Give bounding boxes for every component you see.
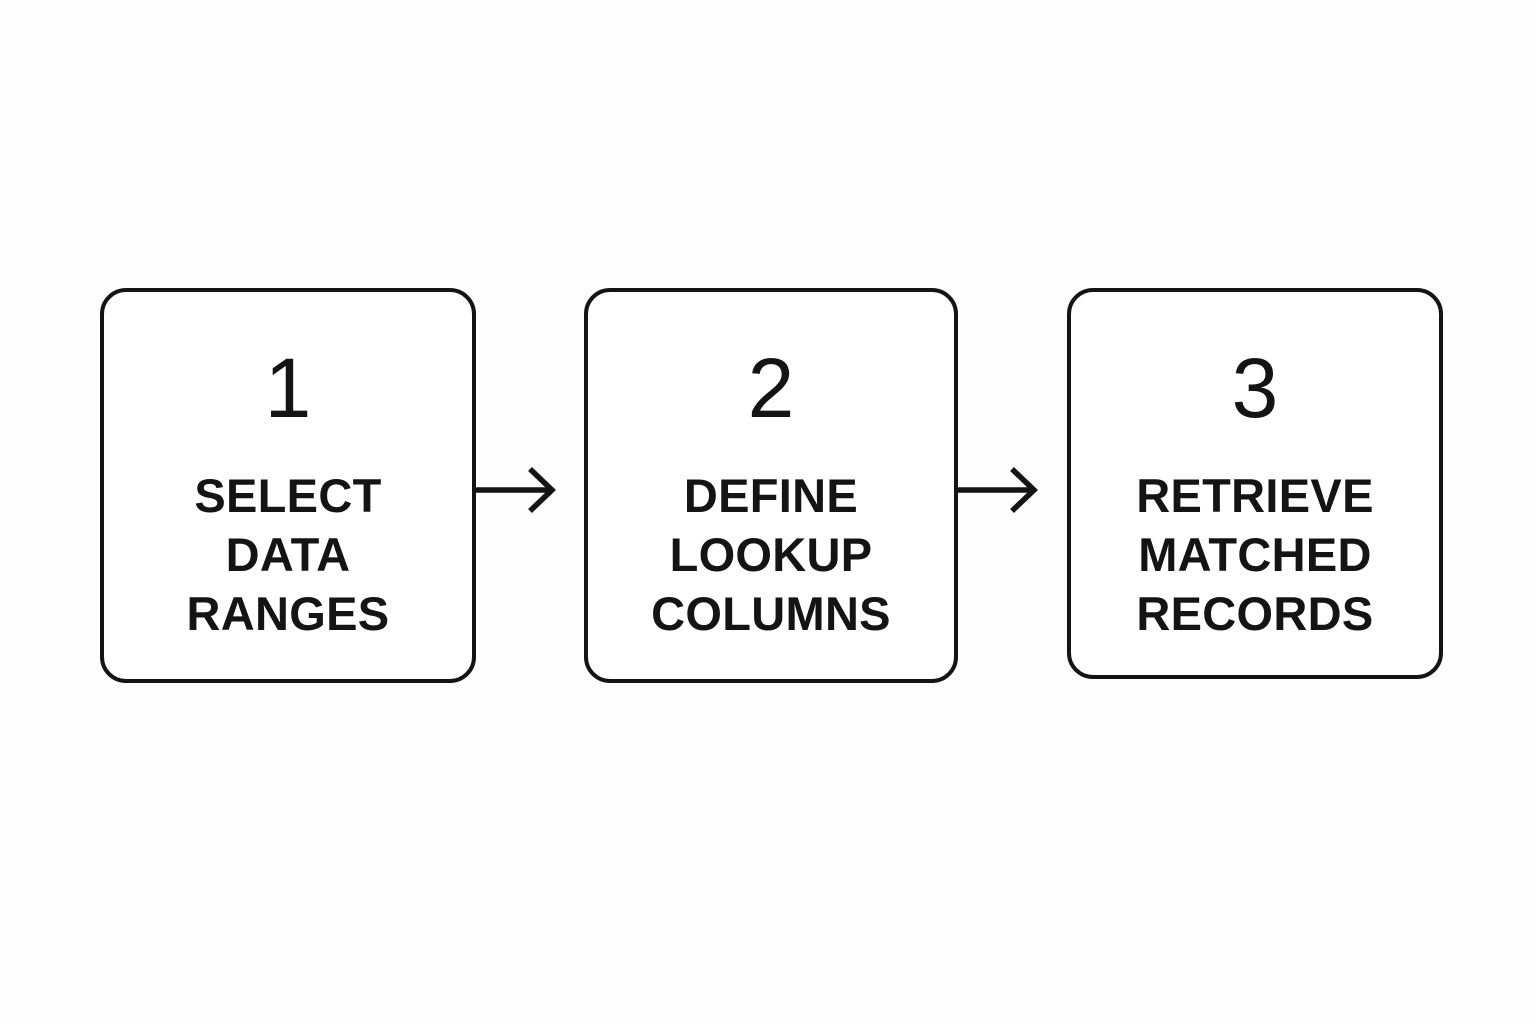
step-3-number: 3 xyxy=(1231,341,1279,435)
connector-step-2-to-step-3 xyxy=(954,462,1072,518)
step-1-label: SELECT DATA RANGES xyxy=(186,469,390,640)
arrow-right-icon xyxy=(954,467,1038,513)
step-1-number: 1 xyxy=(264,341,312,435)
step-3-label: RETRIEVE MATCHED RECORDS xyxy=(1136,469,1374,640)
process-step-1[interactable]: 1 SELECT DATA RANGES xyxy=(100,288,476,683)
step-2-label: DEFINE LOOKUP COLUMNS xyxy=(651,469,891,640)
arrow-right-icon xyxy=(472,467,556,513)
step-2-number: 2 xyxy=(747,341,795,435)
process-step-3[interactable]: 3 RETRIEVE MATCHED RECORDS xyxy=(1067,288,1443,679)
connector-step-1-to-step-2 xyxy=(472,462,590,518)
process-step-2[interactable]: 2 DEFINE LOOKUP COLUMNS xyxy=(584,288,958,683)
